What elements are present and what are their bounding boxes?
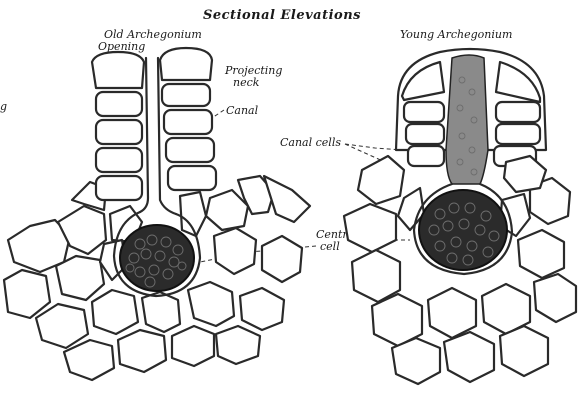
figure-title: Sectional Elevations xyxy=(203,8,361,23)
young-central-cell xyxy=(419,190,507,270)
leader-canal-cells-a xyxy=(345,144,402,150)
label-young-archegonium: Young Archegonium xyxy=(400,28,512,41)
label-canal-cells: Canal cells xyxy=(280,136,341,149)
old-central-cell xyxy=(120,225,194,291)
label-canal: Canal xyxy=(226,104,259,117)
young-neck-left-cells xyxy=(402,62,444,166)
young-archegonium-diagram xyxy=(344,49,576,384)
old-archegonium-neck-right xyxy=(160,48,216,190)
label-central-cell-line2: cell xyxy=(320,240,340,253)
old-archegonium-neck-left xyxy=(92,52,144,200)
leader-canal xyxy=(212,110,224,118)
young-neck-right-cells xyxy=(494,62,540,166)
edge-fragment-label: g xyxy=(0,100,7,113)
old-archegonium-diagram xyxy=(4,48,310,380)
label-projecting-neck-line2: neck xyxy=(233,76,260,89)
young-canal-cells xyxy=(446,55,488,184)
